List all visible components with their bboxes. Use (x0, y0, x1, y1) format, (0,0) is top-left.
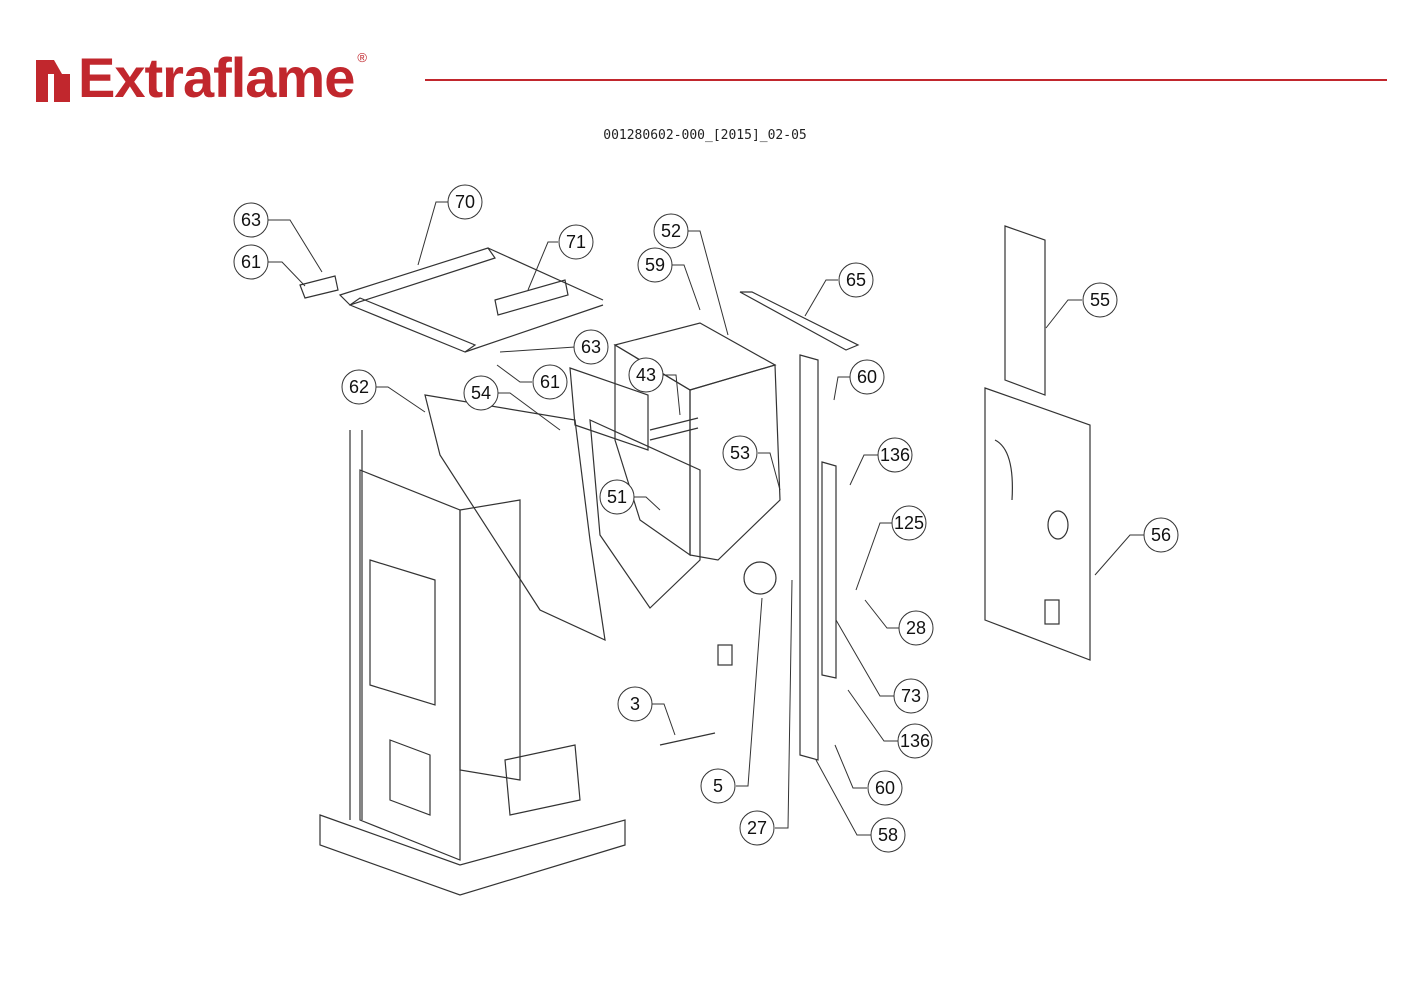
hopper-part (569, 322, 781, 609)
callout-27: 27 (739, 810, 775, 846)
document-code: 001280602-000_[2015]_02-05 (603, 128, 807, 143)
callout-label: 60 (857, 367, 877, 387)
top-bar-part (739, 291, 860, 351)
callout-60: 60 (849, 359, 885, 395)
callout-label: 73 (901, 686, 921, 706)
callout-60: 60 (867, 770, 903, 806)
callout-label: 53 (730, 443, 750, 463)
callout-54: 54 (463, 375, 499, 411)
header-rule (425, 79, 1387, 81)
callout-label: 125 (894, 513, 924, 533)
callout-label: 136 (900, 731, 930, 751)
callout-125: 125 (891, 505, 927, 541)
callout-label: 70 (455, 192, 475, 212)
grate-rod-part (649, 417, 699, 431)
callout-53: 53 (722, 435, 758, 471)
rail-part (821, 461, 837, 679)
stove-body (319, 394, 626, 896)
callout-label: 61 (540, 372, 560, 392)
brand-logo: Extraflame ® (32, 48, 367, 108)
callout-label: 63 (241, 210, 261, 230)
callout-label: 51 (607, 487, 627, 507)
callout-43: 43 (628, 357, 664, 393)
callout-label: 54 (471, 383, 491, 403)
callout-label: 52 (661, 221, 681, 241)
top-frame-part (299, 247, 604, 353)
bracket-part (494, 279, 569, 316)
callout-71: 71 (558, 224, 594, 260)
callout-62: 62 (341, 369, 377, 405)
callout-label: 58 (878, 825, 898, 845)
callout-55: 55 (1082, 282, 1118, 318)
callout-56: 56 (1143, 517, 1179, 553)
callout-58: 58 (870, 817, 906, 853)
grate-rod-part (649, 427, 699, 441)
callout-65: 65 (838, 262, 874, 298)
side-panel-part (984, 387, 1091, 661)
leader-lines (268, 201, 1144, 836)
callout-label: 62 (349, 377, 369, 397)
callout-52: 52 (653, 213, 689, 249)
callout-51: 51 (599, 479, 635, 515)
callout-label: 63 (581, 337, 601, 357)
callout-label: 60 (875, 778, 895, 798)
registered-mark: ® (357, 50, 367, 65)
callout-5: 5 (700, 768, 736, 804)
burner-ring-part (743, 561, 777, 595)
callout-70: 70 (447, 184, 483, 220)
callout-61: 61 (233, 244, 269, 280)
callout-label: 5 (713, 776, 723, 796)
callout-63: 63 (573, 329, 609, 365)
brand-name: Extraflame (78, 46, 355, 109)
callout-label: 61 (241, 252, 261, 272)
callout-59: 59 (637, 247, 673, 283)
callout-label: 43 (636, 365, 656, 385)
side-strip-part (799, 354, 819, 761)
callout-136: 136 (877, 437, 913, 473)
callout-61: 61 (532, 364, 568, 400)
callout-label: 59 (645, 255, 665, 275)
callout-label: 71 (566, 232, 586, 252)
callout-63: 63 (233, 202, 269, 238)
callout-label: 27 (747, 818, 767, 838)
sensor-box-part (717, 644, 733, 666)
callout-73: 73 (893, 678, 929, 714)
callout-label: 65 (846, 270, 866, 290)
callout-label: 28 (906, 618, 926, 638)
callout-label: 3 (630, 694, 640, 714)
igniter-rod-part (659, 732, 716, 746)
callout-136: 136 (897, 723, 933, 759)
callout-label: 136 (880, 445, 910, 465)
callout-3: 3 (617, 686, 653, 722)
back-panel-part (1004, 225, 1046, 396)
callout-label: 55 (1090, 290, 1110, 310)
flame-logo-icon (36, 60, 70, 102)
callout-label: 56 (1151, 525, 1171, 545)
callout-28: 28 (898, 610, 934, 646)
